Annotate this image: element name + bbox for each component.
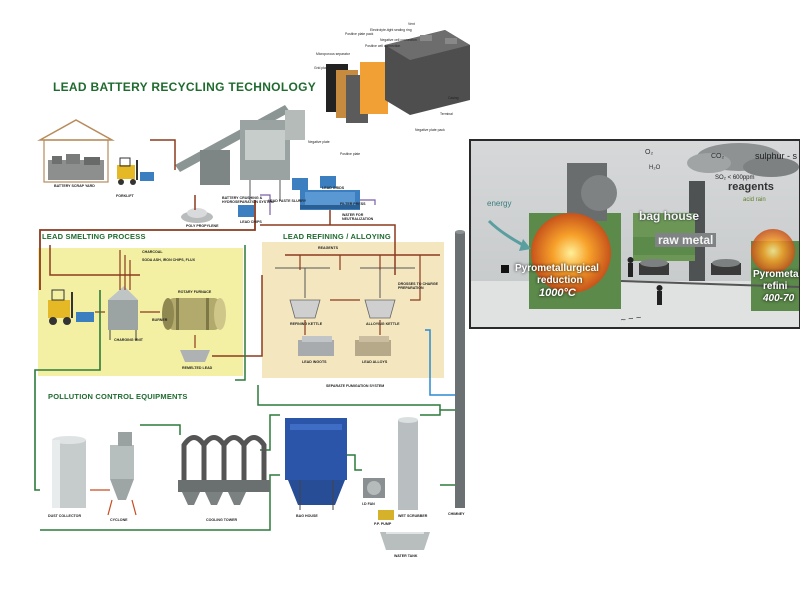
rotary-furnace xyxy=(162,298,226,330)
label-sulphur: sulphur - s xyxy=(755,151,798,161)
cyclone xyxy=(107,432,137,516)
label-tank: WATER TANK xyxy=(394,554,418,558)
section-refining: LEAD REFINING / ALLOYING xyxy=(283,232,391,241)
photo-scene: ~ ~ ~ xyxy=(471,141,799,327)
battery-part-label: Casing xyxy=(448,96,459,100)
label-charcoal: CHARCOAL xyxy=(142,250,163,254)
scrap-yard-shed xyxy=(37,119,115,183)
refining-kettles xyxy=(275,267,415,319)
label-charging: CHARGING UNIT xyxy=(114,338,143,342)
ingots xyxy=(298,336,391,356)
label-forklift: FORKLIFT xyxy=(116,194,134,198)
label-baghouse: BAG HOUSE xyxy=(296,514,318,518)
label-cyclone: CYCLONE xyxy=(110,518,128,522)
label-bag-house: bag house xyxy=(639,209,700,223)
label-dust: DUST COLLECTOR xyxy=(48,514,82,518)
section-smelting: LEAD SMELTING PROCESS xyxy=(42,232,146,241)
wet-scrubber xyxy=(398,417,418,510)
charging-unit xyxy=(108,286,138,340)
label-lead-paste: LEAD PASTE SLURRY xyxy=(268,199,307,203)
label-crushing: BATTERY CRUSHING & HYDROSEPARATION SYSTE… xyxy=(222,196,274,204)
label-scrap-yard: BATTERY SCRAP YARD xyxy=(54,184,95,188)
label-alloying-kettle: ALLOYING KETTLE xyxy=(366,322,400,326)
label-refine-temp: 400-70 xyxy=(763,293,795,304)
forklift-bottom xyxy=(48,289,94,325)
label-pyro-temp: 1000°C xyxy=(539,287,576,299)
section-pollution: POLLUTION CONTROL EQUIPMENTS xyxy=(48,392,188,401)
label-alloys: LEAD ALLOYS xyxy=(362,360,388,364)
battery-part-label: Positive plate xyxy=(340,152,361,156)
label-acid-rain: acid rain xyxy=(743,197,766,203)
battery-part-label: Negative cell connection xyxy=(380,38,417,42)
label-o2: O₂ xyxy=(645,149,654,156)
label-idfan: I.D FAN xyxy=(362,502,375,506)
battery-part-label: Vent xyxy=(408,22,415,26)
label-pump: P.P. PUMP xyxy=(374,522,392,526)
label-lead-grids: LEAD GRIDS xyxy=(322,186,345,190)
label-refine-1: Pyrometal xyxy=(753,269,800,280)
battery-part-label: Negative plate xyxy=(308,140,330,144)
dust-collector xyxy=(52,436,86,508)
battery-part-label: Positive plate pack xyxy=(345,32,374,36)
label-fumigation: SEPARATE FUMIGATION SYSTEM xyxy=(326,384,385,388)
label-raw-metal: raw metal xyxy=(655,233,717,247)
label-reagents: REAGENTS xyxy=(318,246,338,250)
label-refine-2: refini xyxy=(763,281,788,292)
label-rotary: ROTARY FURNACE xyxy=(178,290,212,294)
label-poly: POLY PROPYLENE xyxy=(186,224,219,228)
label-pyro-2: reduction xyxy=(537,275,583,286)
label-refining-kettle: REFINING KETTLE xyxy=(290,322,323,326)
label-co2: CO₂ xyxy=(711,153,725,160)
filter-press xyxy=(300,190,360,210)
label-burner: BURNER xyxy=(152,318,168,322)
bag-house xyxy=(285,418,347,510)
label-dross: DROSSES TO CHARGE PREPARATION xyxy=(398,282,439,290)
label-h2o: H₂O xyxy=(649,165,661,171)
refining-panel xyxy=(262,242,444,378)
chimney xyxy=(455,232,465,508)
battery-part-label: Grid plate xyxy=(314,66,329,70)
label-remelted: REMELTED LEAD xyxy=(182,366,213,370)
battery-part-label: Microporous separator xyxy=(316,52,350,56)
label-scrubber: WET SCRUBBER xyxy=(398,514,428,518)
diagram-title: LEAD BATTERY RECYCLING TECHNOLOGY xyxy=(53,80,317,94)
label-energy: energy xyxy=(487,199,512,208)
label-pyro-1: Pyrometallurgical xyxy=(515,263,599,274)
label-filter-press: FILTER PRESS xyxy=(340,202,366,206)
label-lead-chips: LEAD CHIPS xyxy=(240,220,262,224)
label-so2: SO₂ < 600ppm xyxy=(715,175,755,181)
label-water: WATER FOR NEUTRALIZATION xyxy=(342,213,374,221)
crushing-system xyxy=(175,105,305,200)
process-photo: ~ ~ ~ energy O₂ H₂O CO₂ sulphur - s SO₂ … xyxy=(469,139,800,329)
cooling-tower xyxy=(181,435,267,480)
label-cooling: COOLING TOWER xyxy=(206,518,238,522)
battery-part-label: Positive cell connection xyxy=(365,44,401,48)
battery-part-label: Terminal xyxy=(440,112,453,116)
label-chimney: CHIMNEY xyxy=(448,512,465,516)
battery-exploded-view xyxy=(326,30,470,123)
label-ingots: LEAD INGOTS xyxy=(302,360,327,364)
svg-text:~ ~ ~: ~ ~ ~ xyxy=(620,312,642,325)
battery-part-label: Negative plate pack xyxy=(415,128,445,132)
forklift-top xyxy=(117,157,154,185)
battery-part-label: Electrolyte-tight sealing ring xyxy=(370,28,412,32)
label-soda: SODA ASH, IRON CHIPS, FLUX xyxy=(142,258,196,262)
label-reagents: reagents xyxy=(728,181,774,193)
